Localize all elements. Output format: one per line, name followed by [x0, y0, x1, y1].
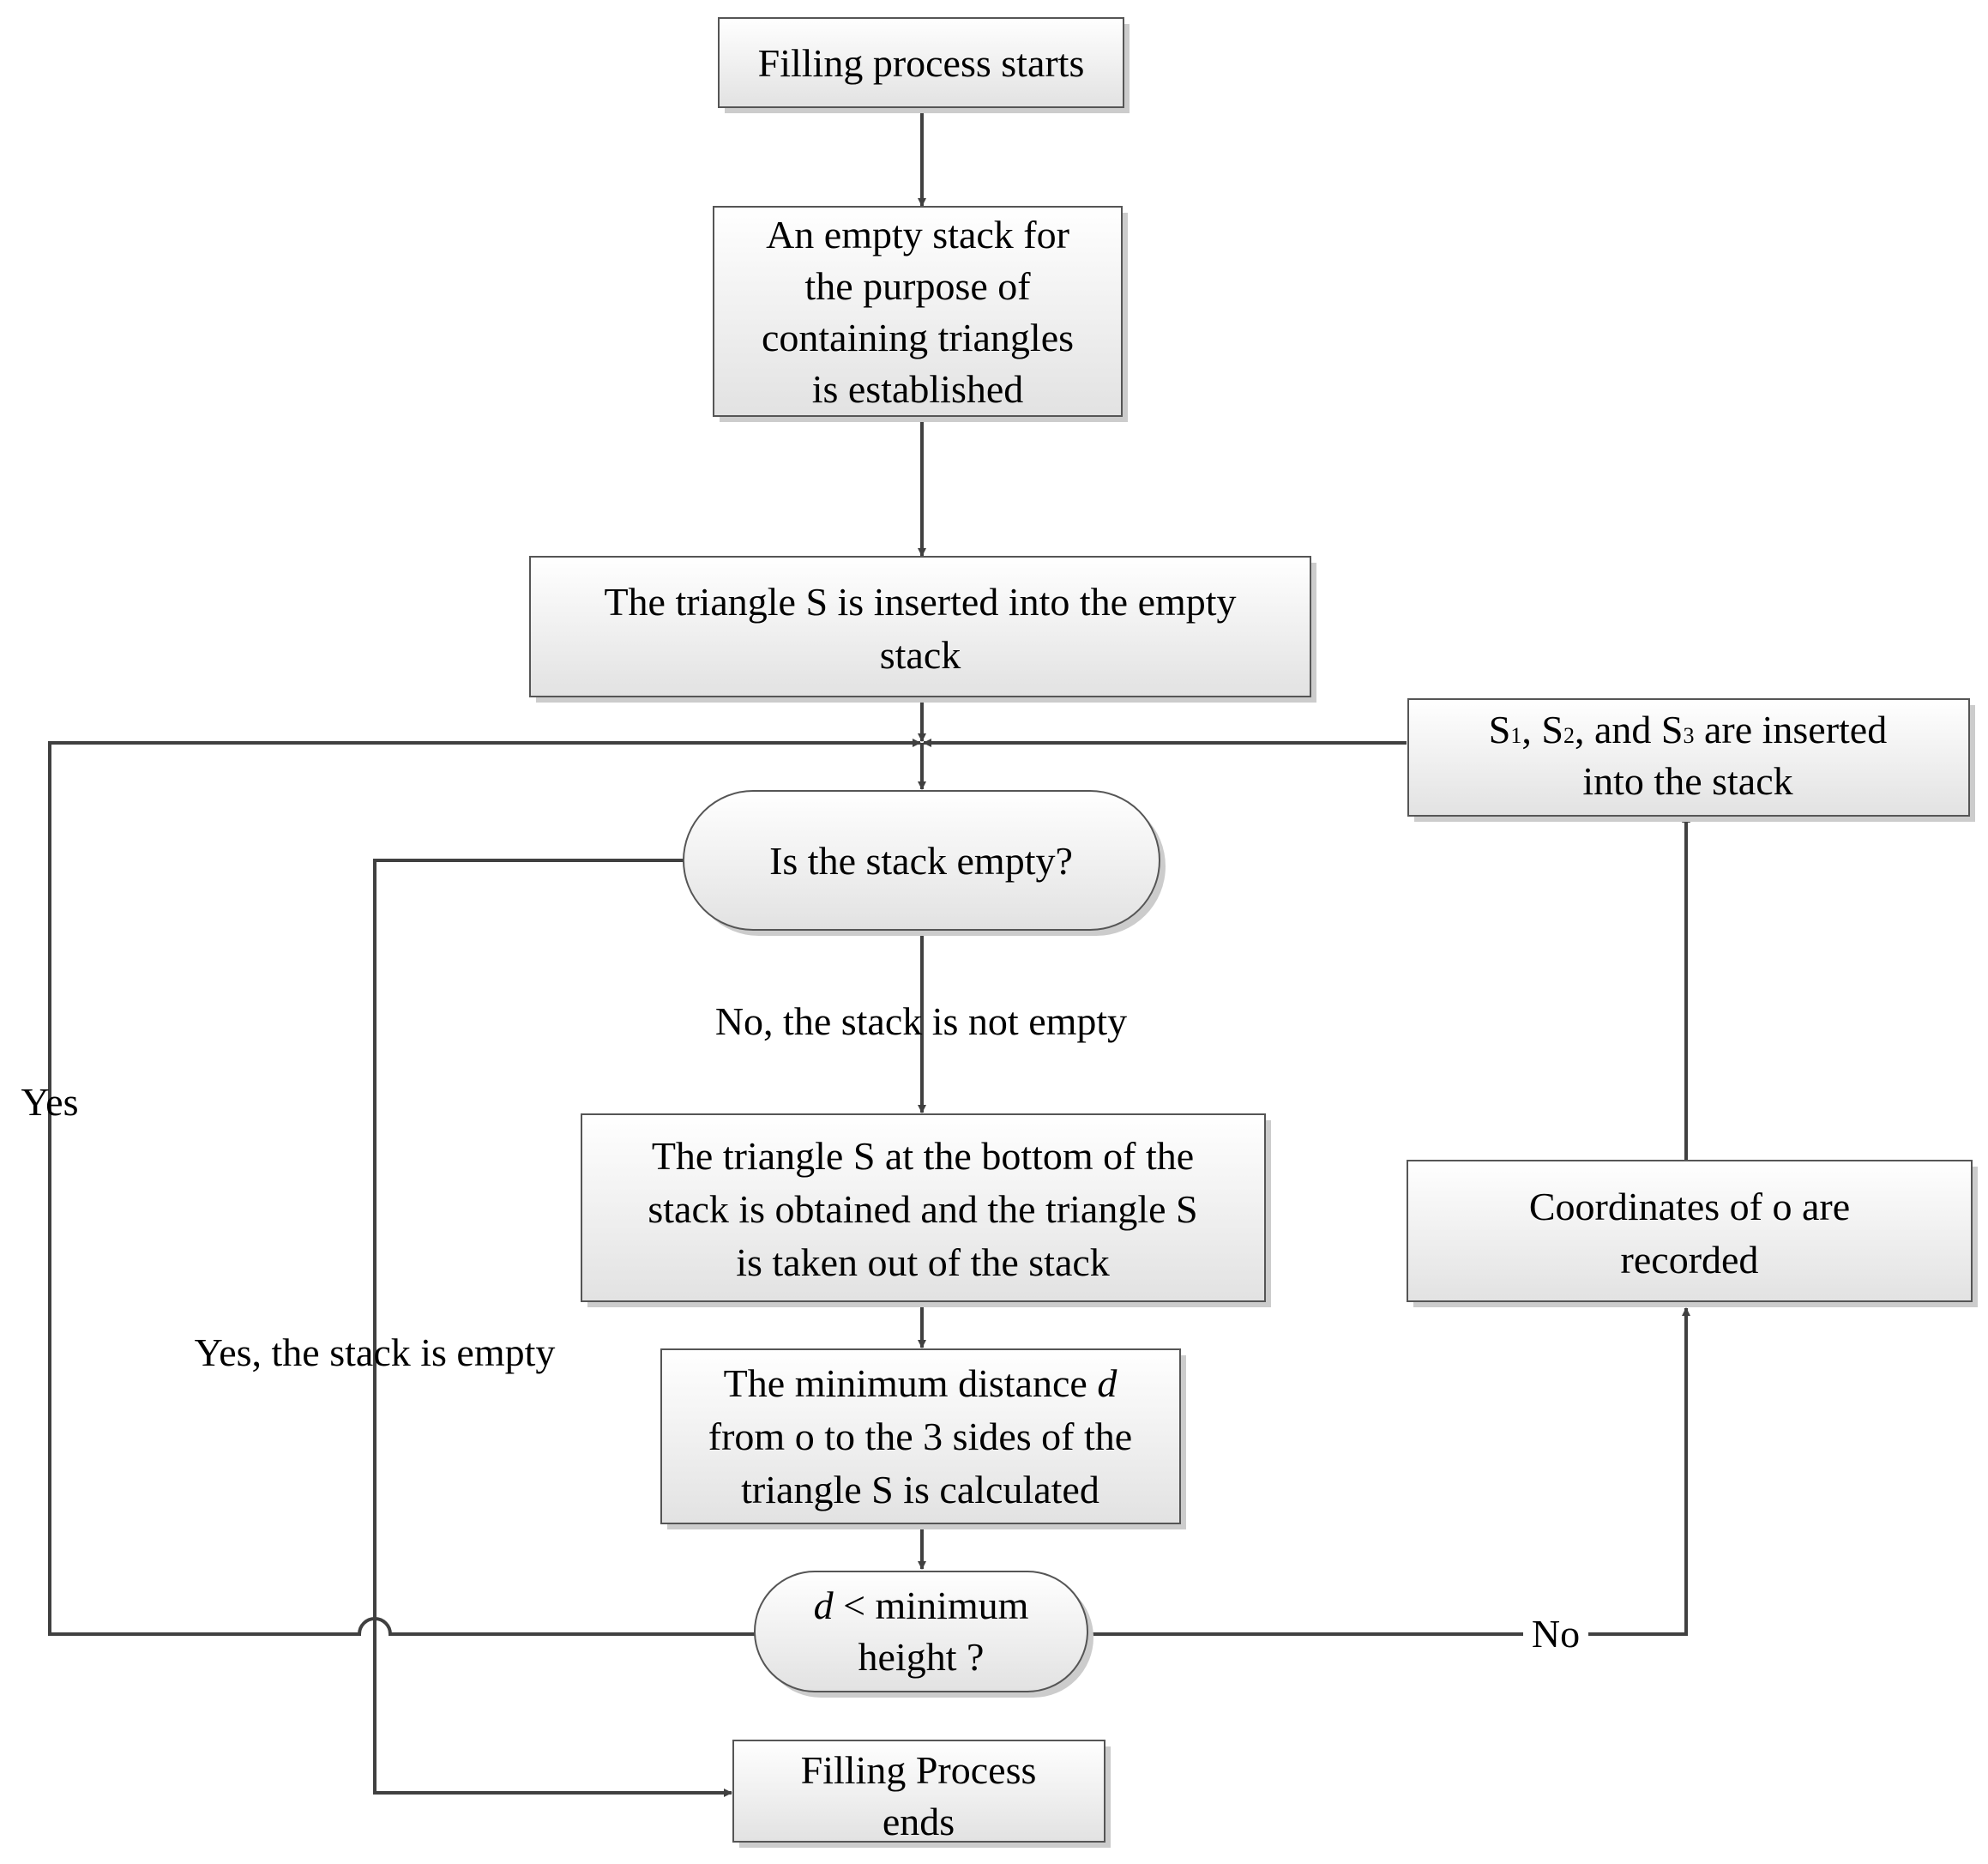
insert-s-box	[529, 556, 1311, 697]
create-stack-text: An empty stack for the purpose of containi…	[762, 213, 1074, 411]
node-text-line: ends	[883, 1800, 955, 1843]
is-empty-text: Is the stack empty?	[769, 839, 1073, 883]
label-no: No	[1532, 1612, 1580, 1656]
end-text: Filling Process ends	[801, 1748, 1037, 1843]
connectors	[48, 107, 1690, 1797]
end-box	[732, 1740, 1105, 1843]
subscript: 3	[1683, 723, 1694, 748]
insert-sub-line-1: S1, S2, and S3 are inserted	[1489, 708, 1887, 751]
compare-node: d < minimum height ?	[754, 1571, 1093, 1698]
is-empty-box	[683, 790, 1160, 931]
edge-compare-yes-loop	[48, 739, 921, 1636]
node-text-line: containing triangles	[762, 316, 1074, 359]
label-loop-yes: Yes	[21, 1080, 79, 1124]
insert-sub-fragment: , and S	[1575, 708, 1684, 751]
create-stack-node: An empty stack for the purpose of containi…	[713, 206, 1128, 422]
min-distance-line-1: The minimum distance d	[724, 1361, 1118, 1405]
start-node: Filling process starts	[718, 17, 1130, 113]
node-text-line: from o to the 3 sides of the	[708, 1415, 1132, 1458]
node-text-line: stack	[880, 633, 961, 677]
take-out-text: The triangle S at the bottom of the stack…	[648, 1134, 1197, 1284]
nodes: Filling process starts An empty stack fo…	[529, 17, 1978, 1848]
label-not-empty: No, the stack is not empty	[715, 999, 1127, 1043]
node-text-line: Is the stack empty?	[769, 839, 1073, 883]
edge-is-empty-to-end	[373, 859, 732, 1797]
node-text-line: is established	[812, 367, 1024, 411]
compare-condition: < minimum	[834, 1583, 1029, 1627]
take-out-box	[581, 1113, 1266, 1302]
take-out-node: The triangle S at the bottom of the stack…	[581, 1113, 1271, 1307]
end-node: Filling Process ends	[732, 1740, 1111, 1848]
compare-box	[754, 1571, 1088, 1692]
is-empty-node: Is the stack empty?	[683, 790, 1166, 936]
insert-sub-line-2: into the stack	[1582, 759, 1792, 803]
node-text-line: stack is obtained and the triangle S	[648, 1187, 1197, 1231]
insert-s-text: The triangle S is inserted into the empt…	[604, 580, 1236, 677]
insert-s-node: The triangle S is inserted into the empt…	[529, 556, 1316, 703]
node-text-line: recorded	[1621, 1238, 1759, 1282]
compare-text: d < minimum height ?	[814, 1583, 1029, 1679]
min-distance-box	[660, 1348, 1181, 1524]
node-text-line: the purpose of	[804, 264, 1031, 308]
label-is-empty-yes: Yes, the stack is empty	[195, 1330, 556, 1374]
edge-compare-no-to-record	[1588, 1307, 1690, 1636]
node-text-line: Filling Process	[801, 1748, 1037, 1792]
node-text-line: The triangle S is inserted into the empt…	[604, 580, 1236, 624]
insert-sub-node: S1, S2, and S3 are inserted into the stac…	[1407, 698, 1975, 822]
insert-sub-fragment: , S	[1521, 708, 1563, 751]
subscript: 2	[1563, 723, 1575, 748]
min-distance-node: The minimum distance d from o to the 3 si…	[660, 1348, 1186, 1529]
node-text-line: The triangle S at the bottom of the	[652, 1134, 1194, 1178]
node-text-line: triangle S is calculated	[741, 1468, 1099, 1511]
min-distance-label: The minimum distance	[724, 1361, 1098, 1405]
compare-line-1: d < minimum	[814, 1583, 1029, 1627]
node-text-line: Coordinates of o are	[1529, 1185, 1850, 1228]
min-distance-variable: d	[1097, 1361, 1117, 1405]
compare-line-2: height ?	[858, 1635, 985, 1679]
node-text-line: Filling process starts	[758, 41, 1085, 85]
node-text-line: is taken out of the stack	[736, 1240, 1110, 1284]
record-box	[1407, 1160, 1973, 1302]
insert-sub-fragment: are inserted	[1694, 708, 1887, 751]
subscript: 1	[1510, 723, 1521, 748]
start-box	[718, 17, 1124, 108]
node-text-line: An empty stack for	[766, 213, 1069, 256]
insert-sub-text: S1, S2, and S3 are inserted into the stac…	[1489, 708, 1887, 803]
min-distance-text: The minimum distance d from o to the 3 si…	[708, 1361, 1132, 1511]
record-text: Coordinates of o are recorded	[1529, 1185, 1850, 1282]
insert-sub-fragment: S	[1489, 708, 1511, 751]
compare-variable: d	[814, 1583, 834, 1627]
create-stack-box	[713, 206, 1123, 417]
insert-sub-box	[1407, 698, 1970, 817]
start-text: Filling process starts	[758, 41, 1085, 85]
edge-labels: No, the stack is not empty Yes, the stac…	[21, 999, 1581, 1656]
record-node: Coordinates of o are recorded	[1407, 1160, 1978, 1307]
